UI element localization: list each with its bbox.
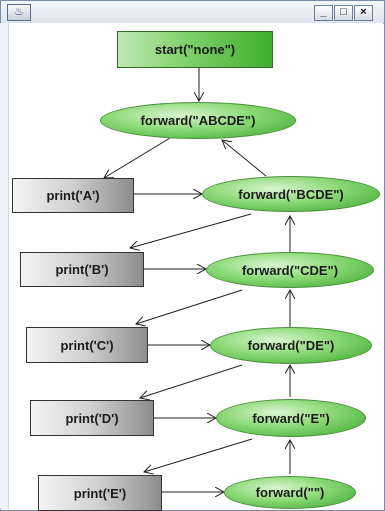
- edge-forward2-forward1: [222, 140, 267, 177]
- forward-node-bcde[interactable]: forward("BCDE"): [202, 176, 380, 212]
- edge-forward5-printE: [144, 438, 253, 472]
- minimize-button[interactable]: _: [314, 5, 333, 21]
- left-border: [0, 23, 9, 509]
- title-bar: ♨ _ □ ×: [1, 1, 384, 24]
- maximize-button[interactable]: □: [334, 5, 353, 21]
- forward-node-de[interactable]: forward("DE"): [210, 327, 372, 364]
- print-node-e[interactable]: print('E'): [38, 475, 162, 511]
- print-node-a[interactable]: print('A'): [12, 178, 134, 213]
- edge-forward1-printA: [104, 137, 171, 178]
- java-icon[interactable]: ♨: [7, 4, 31, 21]
- forward-node-empty[interactable]: forward(""): [224, 476, 356, 509]
- forward-node-cde[interactable]: forward("CDE"): [206, 252, 374, 288]
- close-button[interactable]: ×: [354, 5, 373, 21]
- forward-node-e[interactable]: forward("E"): [216, 399, 366, 437]
- edge-forward4-printD: [140, 364, 243, 398]
- print-node-b[interactable]: print('B'): [20, 252, 144, 287]
- start-node[interactable]: start("none"): [117, 31, 273, 68]
- forward-node-abcde[interactable]: forward("ABCDE"): [100, 102, 296, 139]
- print-node-c[interactable]: print('C'): [26, 327, 148, 363]
- edge-forward3-printC: [136, 289, 243, 324]
- print-node-d[interactable]: print('D'): [30, 400, 154, 436]
- edge-forward2-printB: [130, 213, 252, 248]
